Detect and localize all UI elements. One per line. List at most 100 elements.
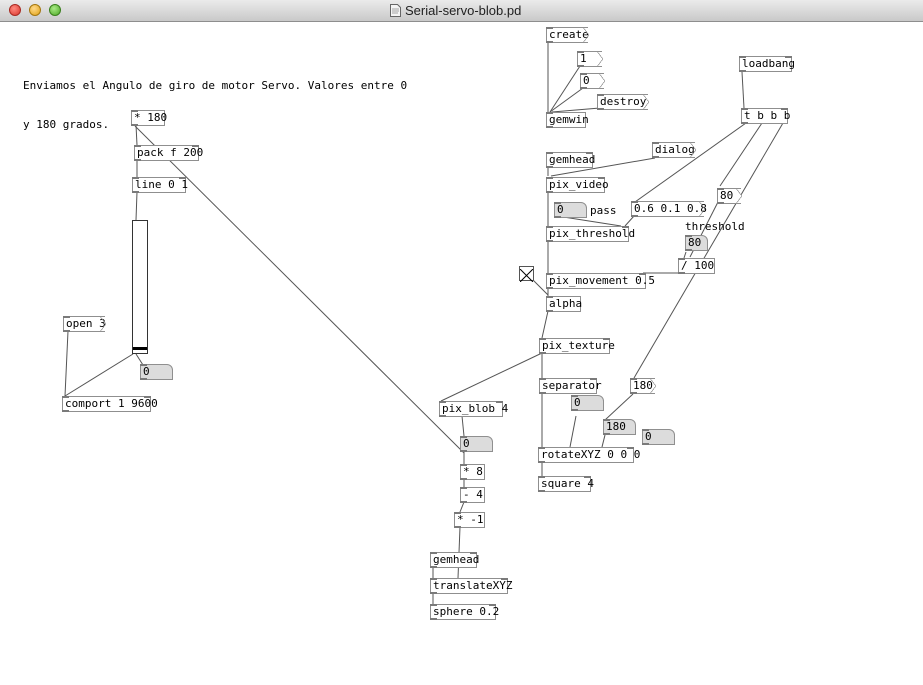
inlet-port[interactable] — [538, 476, 545, 478]
outlet-port[interactable] — [603, 433, 610, 435]
rotate-180-number-box[interactable]: 180 — [603, 419, 636, 435]
gemhead-bottom-object[interactable]: gemhead — [430, 552, 479, 568]
inlet-port[interactable] — [546, 177, 553, 179]
servo-vertical-slider[interactable] — [132, 220, 148, 354]
outlet-port[interactable] — [652, 156, 659, 158]
inlet-port[interactable] — [134, 145, 141, 147]
inlet-port[interactable] — [785, 56, 792, 58]
outlet-port[interactable] — [460, 478, 467, 480]
pix-blob-object[interactable]: pix_blob 4 — [439, 401, 508, 417]
rotate-zero-number-box[interactable]: 0 — [642, 429, 675, 445]
outlet-port[interactable] — [131, 124, 138, 126]
inlet-port[interactable] — [546, 27, 553, 29]
outlet-port[interactable] — [571, 409, 578, 411]
outlet-port[interactable] — [546, 166, 553, 168]
outlet-port[interactable] — [739, 70, 746, 72]
outlet-port[interactable] — [460, 501, 467, 503]
inlet-port[interactable] — [546, 152, 553, 154]
outlet-port[interactable] — [577, 65, 584, 67]
outlet-port[interactable] — [140, 378, 147, 380]
destroy-message[interactable]: destroy — [597, 94, 649, 110]
separator-number-box[interactable]: 0 — [571, 395, 604, 411]
loadbang-object[interactable]: loadbang — [739, 56, 795, 72]
minus-4-object[interactable]: - 4 — [460, 487, 485, 503]
square-object[interactable]: square 4 — [538, 476, 594, 492]
inlet-port[interactable] — [62, 396, 69, 398]
separator-object[interactable]: separator — [539, 378, 602, 394]
outlet-port[interactable] — [454, 526, 461, 528]
inlet-port[interactable] — [460, 464, 467, 466]
outlet-port[interactable] — [430, 618, 437, 620]
inlet-port[interactable] — [580, 73, 587, 75]
inlet-port[interactable] — [584, 476, 591, 478]
patch-canvas[interactable]: Enviamos el Angulo de giro de motor Serv… — [0, 22, 923, 685]
pack-object[interactable]: pack f 200 — [134, 145, 203, 161]
translate-xyz-object[interactable]: translateXYZ — [430, 578, 512, 594]
movement-toggle[interactable] — [519, 266, 534, 283]
close-window-button[interactable] — [9, 4, 21, 16]
divide-100-object[interactable]: / 100 — [678, 258, 715, 274]
outlet-port[interactable] — [539, 352, 546, 354]
inlet-port[interactable] — [631, 201, 638, 203]
threshold-params-message[interactable]: 0.6 0.1 0.8 — [631, 201, 707, 217]
sphere-object[interactable]: sphere 0.2 — [430, 604, 499, 620]
rotate-xyz-object[interactable]: rotateXYZ 0 0 0 — [538, 447, 640, 463]
inlet-port[interactable] — [741, 108, 748, 110]
inlet-port[interactable] — [131, 110, 138, 112]
outlet-port[interactable] — [597, 108, 604, 110]
outlet-port[interactable] — [554, 216, 561, 218]
inlet-port[interactable] — [539, 338, 546, 340]
dialog-message[interactable]: dialog — [652, 142, 696, 158]
pix-texture-object[interactable]: pix_texture — [539, 338, 615, 354]
inlet-port[interactable] — [489, 604, 496, 606]
inlet-port[interactable] — [717, 188, 724, 190]
zero-message[interactable]: 0 — [580, 73, 605, 89]
inlet-port[interactable] — [63, 316, 70, 318]
multiply-neg1-object[interactable]: * -1 — [454, 512, 485, 528]
minimize-window-button[interactable] — [29, 4, 41, 16]
pix-threshold-object[interactable]: pix_threshold — [546, 226, 635, 242]
outlet-port[interactable] — [546, 126, 553, 128]
inlet-port[interactable] — [597, 94, 604, 96]
inlet-port[interactable] — [496, 401, 503, 403]
inlet-port[interactable] — [430, 578, 437, 580]
gemwin-object[interactable]: gemwin — [546, 112, 589, 128]
inlet-port[interactable] — [603, 338, 610, 340]
pass-number-box[interactable]: 0 — [554, 202, 587, 218]
outlet-port[interactable] — [631, 215, 638, 217]
outlet-port[interactable] — [630, 392, 637, 394]
inlet-port[interactable] — [739, 56, 746, 58]
line-object[interactable]: line 0 1 — [132, 177, 188, 193]
threshold-number-box[interactable]: 80 — [685, 235, 708, 251]
inlet-port[interactable] — [685, 235, 692, 237]
multiply-8-object[interactable]: * 8 — [460, 464, 485, 480]
outlet-port[interactable] — [430, 566, 437, 568]
inlet-port[interactable] — [586, 152, 593, 154]
inlet-port[interactable] — [622, 226, 629, 228]
outlet-port[interactable] — [460, 450, 467, 452]
slider-knob[interactable] — [133, 347, 147, 350]
pix-movement-object[interactable]: pix_movement 0.5 — [546, 273, 655, 289]
inlet-port[interactable] — [598, 177, 605, 179]
outlet-port[interactable] — [538, 490, 545, 492]
inlet-port[interactable] — [603, 419, 610, 421]
inlet-port[interactable] — [144, 396, 151, 398]
outlet-port[interactable] — [580, 87, 587, 89]
inlet-port[interactable] — [554, 202, 561, 204]
inlet-port[interactable] — [454, 512, 461, 514]
outlet-port[interactable] — [430, 592, 437, 594]
inlet-port[interactable] — [460, 487, 467, 489]
inlet-port[interactable] — [642, 429, 649, 431]
outlet-port[interactable] — [63, 330, 70, 332]
one-eighty-message[interactable]: 180 — [630, 378, 656, 394]
outlet-port[interactable] — [678, 272, 685, 274]
inlet-port[interactable] — [571, 395, 578, 397]
inlet-port[interactable] — [140, 364, 147, 366]
inlet-port[interactable] — [577, 51, 584, 53]
outlet-port[interactable] — [741, 122, 748, 124]
outlet-port[interactable] — [538, 461, 545, 463]
inlet-port[interactable] — [546, 273, 553, 275]
inlet-port[interactable] — [439, 401, 446, 403]
outlet-port[interactable] — [132, 191, 139, 193]
outlet-port[interactable] — [439, 415, 446, 417]
